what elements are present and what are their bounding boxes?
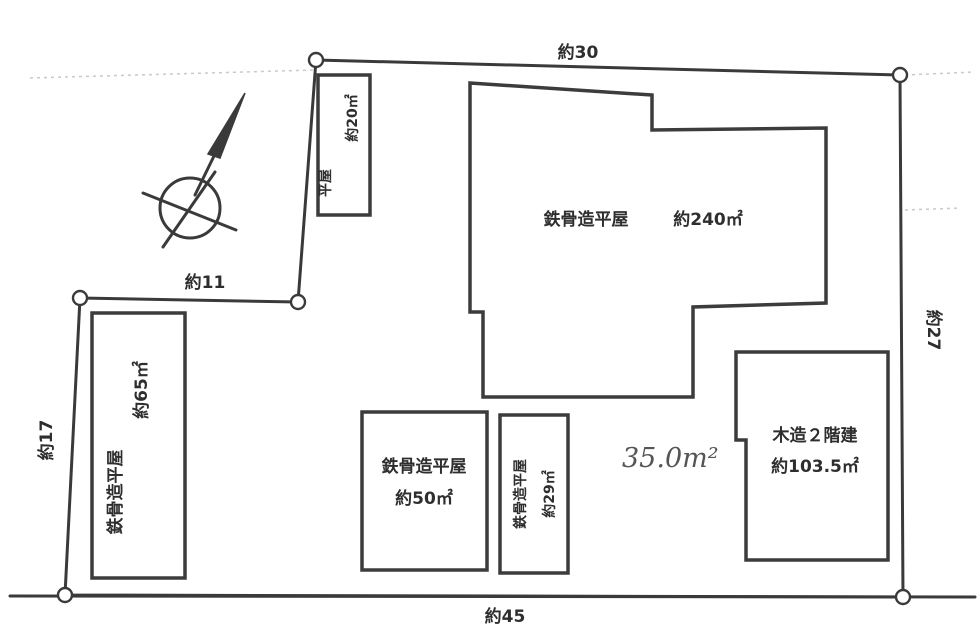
road-line-bottom [8,594,977,599]
building-right [734,350,890,562]
compass-north-icon [141,92,246,249]
building-top-narrow-type: 平屋 [318,169,334,197]
boundary-points [56,51,912,606]
building-left-area: 約65㎡ [131,361,152,419]
dimension-step: 約11 [185,272,226,293]
dimension-left: 約17 [36,420,57,461]
boundary-point [71,289,89,307]
dimension-right: 約27 [923,310,944,351]
building-right-area: 約103.5㎡ [771,456,859,477]
building-center-b-area: 約29㎡ [541,470,558,517]
building-left [90,311,187,580]
building-center-b [498,413,570,575]
boundary-point [891,66,909,84]
building-center-a [360,410,489,572]
faint-road-lines [29,69,976,211]
handwritten-area-note: 35.0m² [622,443,719,474]
boundary-point [894,588,912,606]
building-main-type: 鉄骨造平屋 [544,209,629,230]
building-center-a-area: 約50㎡ [395,488,453,509]
building-right-type: 木造２階建 [772,425,858,446]
dimension-bottom: 約45 [485,606,526,627]
building-main-area: 約240㎡ [673,209,743,230]
boundary-point [56,586,74,604]
boundary-point [307,51,325,69]
building-center-b-type: 鉄骨造平屋 [512,459,529,529]
dimension-top: 約30 [558,42,599,63]
building-left-type: 鉄骨造平屋 [105,450,126,535]
building-top-narrow [316,73,372,217]
building-main [468,81,828,399]
building-top-narrow-area: 約20㎡ [344,94,361,141]
building-center-a-type: 鉄骨造平屋 [382,456,467,477]
boundary-point [289,293,307,311]
